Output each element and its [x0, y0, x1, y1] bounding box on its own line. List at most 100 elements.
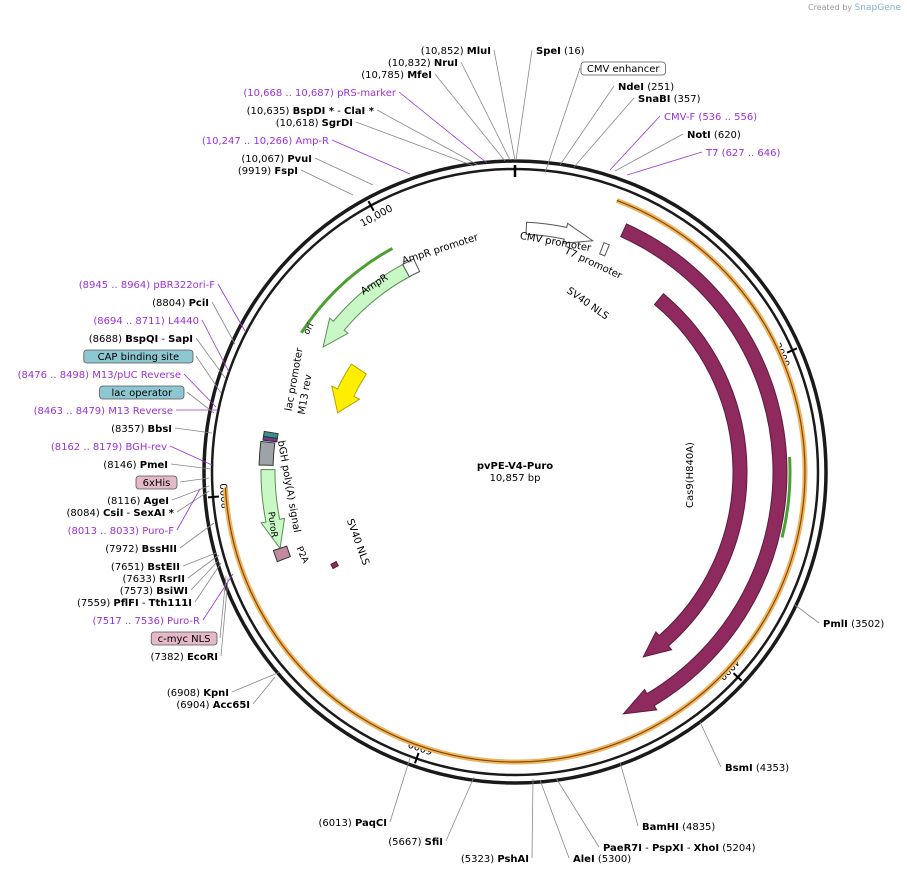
plasmid-length: 10,857 bp: [490, 473, 541, 484]
t7-promoter-label: T7 promoter: [562, 245, 625, 282]
leader-left-2: [434, 73, 506, 162]
label-right-11: AleI (5300): [573, 854, 631, 865]
cmv-promoter-arrow: [525, 221, 595, 244]
leader-right-3: [573, 97, 635, 168]
label-right-0: SpeI (16): [536, 46, 585, 57]
ori-arrow: [331, 363, 368, 414]
label-left-18: (8162 .. 8179) BGH-rev: [51, 442, 167, 453]
leader-left-31: [220, 577, 229, 657]
cas9-h840a-label: Cas9(H840A): [685, 442, 696, 508]
leader-left-14: [183, 373, 217, 408]
label-left-9: (8945 .. 8964) pBR322ori-F: [79, 280, 215, 291]
ori-label: ori: [302, 322, 316, 337]
leader-left-8: [300, 169, 354, 196]
label-right-2: NdeI (251): [618, 82, 674, 93]
label-right-9: BamHI (4835): [642, 822, 715, 833]
leader-right-2: [559, 85, 615, 166]
leader-left-13: [195, 355, 222, 394]
created-by-text: Created by: [808, 3, 853, 12]
leader-right-0: [515, 49, 533, 161]
label-left-5: (10,618) SgrDI: [276, 118, 353, 129]
label-left-3: (10,668 .. 10,687) pRS-marker: [243, 88, 397, 99]
ampr-arrow: [322, 263, 411, 349]
leader-left-3: [398, 91, 488, 164]
label-left-27: (7573) BsiWI: [120, 586, 188, 597]
leader-left-17: [174, 427, 213, 434]
label-left-22: (8084) CsiI - SexAI *: [67, 508, 175, 519]
green-marker-right: [780, 456, 792, 538]
orange-ring-left: [222, 487, 623, 765]
leader-right-10: [555, 777, 600, 848]
leader-left-10: [211, 301, 236, 345]
label-right-7: PmlI (3502): [823, 619, 884, 630]
label-left-0: (10,852) MluI: [421, 46, 491, 57]
tick-2000: [786, 347, 798, 354]
leader-left-0: [493, 49, 516, 161]
label-right-6: T7 (627 .. 646): [705, 148, 780, 159]
label-left-7: (10,067) PvuI: [241, 154, 312, 165]
leader-left-18: [169, 445, 213, 466]
leader-right-7: [794, 604, 820, 624]
leader-left-7: [314, 157, 374, 186]
tick-label-10000: 10,000: [359, 203, 395, 229]
cut-site-leader-lines: [169, 49, 820, 859]
label-left-13: CAP binding site: [98, 352, 180, 363]
ampr-promoter-shape: [402, 258, 421, 278]
snapgene-logo: SnapGene: [854, 3, 901, 13]
leader-right-4: [609, 115, 661, 171]
label-left-32: (6908) KpnI: [167, 688, 229, 699]
label-left-8: (9919) FspI: [238, 166, 298, 177]
label-left-36: (5323) PshAI: [461, 854, 529, 865]
ampr-promoter-label: AmpR promoter: [401, 232, 481, 267]
label-left-30: c-myc NLS: [158, 634, 211, 645]
label-left-16: (8463 .. 8479) M13 Reverse: [34, 406, 173, 417]
label-left-35: (5667) SfiI: [388, 837, 443, 848]
label-left-17: (8357) BbsI: [111, 424, 172, 435]
tick-6000: [414, 752, 420, 764]
leader-left-32: [231, 671, 281, 693]
leader-left-36: [531, 778, 534, 859]
leader-left-1: [460, 61, 511, 161]
label-left-33: (6904) Acc65I: [176, 700, 250, 711]
leader-left-35: [445, 776, 475, 842]
leader-right-11: [539, 779, 570, 859]
label-left-1: (10,832) NruI: [388, 58, 458, 69]
label-left-24: (7972) BssHII: [105, 544, 177, 555]
leader-left-26: [187, 554, 220, 579]
label-left-14: (8476 .. 8498) M13/pUC Reverse: [18, 370, 181, 381]
label-right-10: PaeR7I - PspXI - XhoI (5204): [603, 843, 756, 854]
ampr-outer-marker: [300, 247, 394, 334]
leader-right-5: [614, 133, 684, 172]
label-left-23: (8013 .. 8033) Puro-F: [68, 526, 175, 537]
bgh-polya-shape: [258, 440, 276, 466]
leader-right-8: [699, 721, 722, 768]
sv40-nls-lower-label: SV40 NLS: [344, 517, 371, 566]
box-left-15: [99, 385, 185, 400]
label-right-8: BsmI (4353): [725, 763, 789, 774]
label-left-6: (10,247 .. 10,266) Amp-R: [202, 136, 329, 147]
m13-rev-shape: [262, 435, 278, 443]
label-left-26: (7633) RsrII: [123, 574, 185, 585]
leader-left-24: [179, 522, 215, 549]
box-left-20: [135, 475, 178, 490]
p2a-shape: [272, 545, 292, 563]
puror-arrow: [260, 468, 286, 550]
label-left-15: lac operator: [112, 388, 173, 399]
leader-left-21: [171, 485, 210, 501]
orange-ring-right-core: [616, 199, 806, 743]
backbone-outer-ring: [202, 159, 828, 785]
leader-left-23: [176, 488, 201, 531]
tick-8000: [207, 495, 220, 499]
leader-left-19: [170, 463, 212, 470]
cas9-h840a-arrow: [642, 293, 748, 658]
label-right-5: NotI (620): [687, 130, 741, 141]
leader-left-9: [217, 283, 246, 332]
tick-10000: [367, 200, 375, 212]
leader-right-9: [619, 761, 639, 827]
leader-left-25: [182, 552, 217, 567]
label-left-4: (10,635) BspDI * - ClaI *: [247, 106, 375, 117]
leader-left-12: [195, 337, 227, 380]
